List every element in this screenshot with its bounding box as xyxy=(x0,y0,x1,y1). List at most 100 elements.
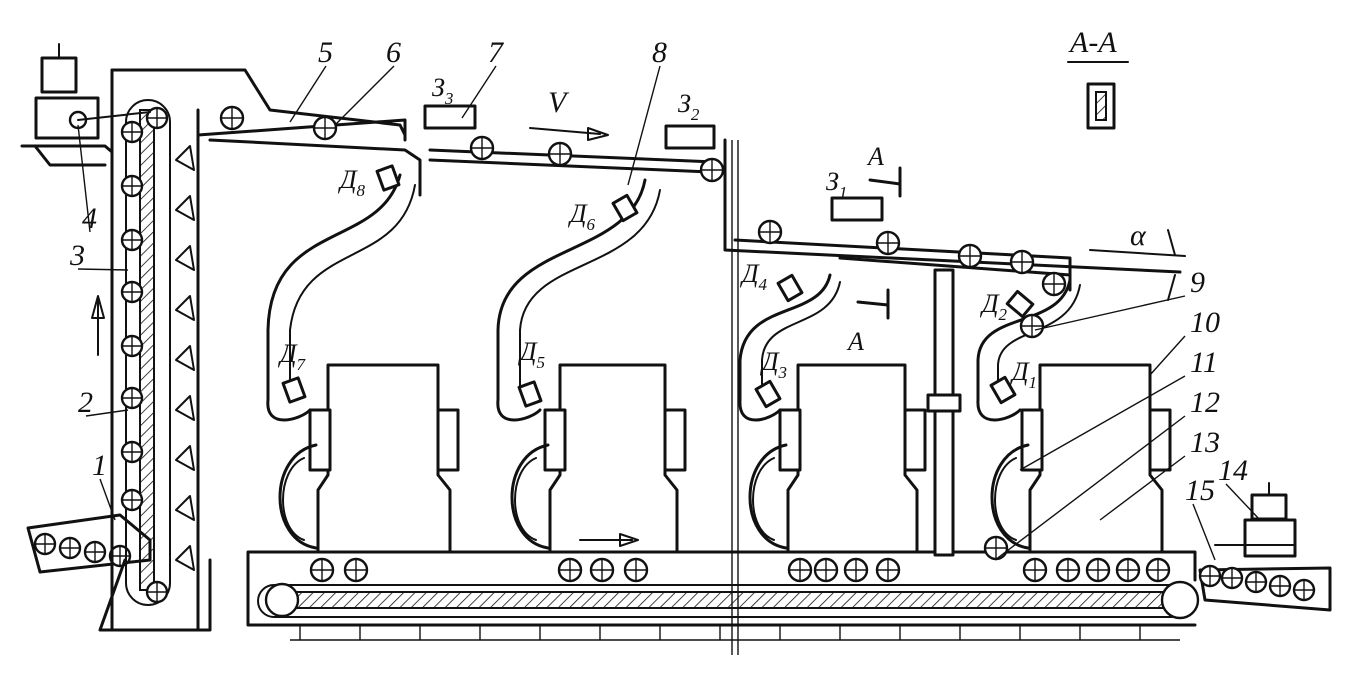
velocity-arrow xyxy=(529,127,609,141)
elevator-roller-cross xyxy=(122,176,142,196)
upper-roller-cross xyxy=(959,245,981,267)
elevator xyxy=(20,43,407,632)
section-arrow-bottom xyxy=(856,288,890,320)
stop-label-sub: 2 xyxy=(691,105,700,124)
elevator-up-arrow xyxy=(91,295,105,356)
foundation-ticks xyxy=(299,625,1141,640)
elevator-roller-cross xyxy=(122,442,142,462)
stop-label: З3 xyxy=(432,73,453,108)
sensors xyxy=(281,164,1035,409)
leader-line-9 xyxy=(1034,295,1186,331)
elevator-roller-cross xyxy=(122,282,142,302)
lower-direction-arrow xyxy=(579,533,639,547)
drive-bracket xyxy=(20,144,114,167)
section-title: А-А xyxy=(1068,26,1117,59)
leader-line-1 xyxy=(99,478,116,521)
sensor-label-sub: 1 xyxy=(1029,373,1038,392)
upper-guide xyxy=(196,118,407,142)
leader-line-15 xyxy=(1192,503,1216,561)
sensor-box xyxy=(281,376,307,404)
chute-3-outer xyxy=(738,273,832,422)
part-number-1: 1 xyxy=(92,449,107,482)
sensor-label-sub: 8 xyxy=(357,181,366,200)
part-number-10: 10 xyxy=(1190,306,1220,339)
sensor-box xyxy=(375,164,401,192)
sensor-label-sub: 6 xyxy=(587,215,596,234)
sensor-label: Д6 xyxy=(567,199,596,234)
part-number-14: 14 xyxy=(1218,454,1248,487)
lower-foundation xyxy=(290,624,1180,641)
machine-hopper-inner xyxy=(514,457,537,541)
lower-roller-cross xyxy=(625,559,647,581)
part-number-7: 7 xyxy=(488,36,505,69)
machine-side-right xyxy=(1148,408,1172,472)
machine-side-right xyxy=(903,408,927,472)
elevator-roller-cross xyxy=(122,388,142,408)
sensor-label: Д3 xyxy=(759,347,787,382)
stop-2 xyxy=(664,124,716,150)
machine-side-left xyxy=(1020,408,1044,472)
lower-roller-cross xyxy=(591,559,613,581)
leader-line-7 xyxy=(461,65,497,119)
chute-1-inner xyxy=(289,184,416,391)
sensor-box xyxy=(517,380,543,408)
lower-roller-cross xyxy=(1117,559,1139,581)
angle-ref-line xyxy=(1089,249,1186,257)
sensor-box xyxy=(1005,289,1035,319)
leader-line-14 xyxy=(1225,483,1261,521)
part-number-5: 5 xyxy=(318,36,333,69)
stop-1 xyxy=(830,196,884,222)
packing-machines xyxy=(278,363,1172,554)
upper-roller-cross xyxy=(1043,273,1065,295)
drive-belt xyxy=(77,111,151,121)
sensor-box xyxy=(989,375,1017,405)
outlet-roller-cross xyxy=(1294,580,1314,600)
outlet-conveyor xyxy=(1198,482,1332,612)
section-mark-top: А xyxy=(866,142,884,171)
packing-machine xyxy=(786,363,919,554)
outlet-motor xyxy=(1243,518,1297,558)
leader-line-8 xyxy=(627,65,661,186)
part-number-11: 11 xyxy=(1190,346,1218,379)
sensor-label: Д8 xyxy=(337,165,366,200)
elevator-top-frame xyxy=(110,68,407,137)
part-number-15: 15 xyxy=(1185,474,1215,507)
distribution-conveyor xyxy=(196,104,1186,297)
break-line xyxy=(731,140,739,655)
elevator-bucket xyxy=(175,245,195,271)
part-number-9: 9 xyxy=(1190,266,1205,299)
upper-roller-cross xyxy=(549,143,571,165)
part-number-4: 4 xyxy=(82,202,97,235)
angle-label: α xyxy=(1130,219,1147,252)
section-mark xyxy=(856,61,1176,320)
elevator-roller-cross xyxy=(122,490,142,510)
lower-roller-cross xyxy=(1147,559,1169,581)
sensor-box xyxy=(776,273,804,303)
velocity-label: V xyxy=(548,86,570,119)
part-number-13: 13 xyxy=(1190,426,1220,459)
section-view-hatch xyxy=(1095,91,1107,121)
machine-hopper xyxy=(990,443,1030,550)
stop-label-sub: 3 xyxy=(444,89,454,108)
elevator-frame-base xyxy=(98,108,212,632)
lower-conveyor xyxy=(246,140,1200,655)
elevator-bucket xyxy=(175,445,195,471)
machine-side-left xyxy=(543,408,567,472)
lower-roller-cross xyxy=(1021,315,1043,337)
elevator-roller-cross xyxy=(122,122,142,142)
sensor-label-sub: 5 xyxy=(537,353,546,372)
column-collar xyxy=(926,393,962,413)
upper-roller-cross xyxy=(1011,251,1033,273)
lower-roller-cross xyxy=(559,559,581,581)
sensor-label: Д7 xyxy=(277,339,307,374)
lower-roller-cross xyxy=(345,559,367,581)
machine-side-right xyxy=(663,408,687,472)
upper-roller-cross xyxy=(314,117,336,139)
section-arrow-top xyxy=(868,166,902,198)
leader-line-11 xyxy=(1019,375,1186,471)
machine-hopper-inner xyxy=(282,457,305,541)
upper-rollers xyxy=(219,105,1067,297)
sensor-label-sub: 3 xyxy=(778,363,788,382)
elevator-bucket xyxy=(175,195,195,221)
